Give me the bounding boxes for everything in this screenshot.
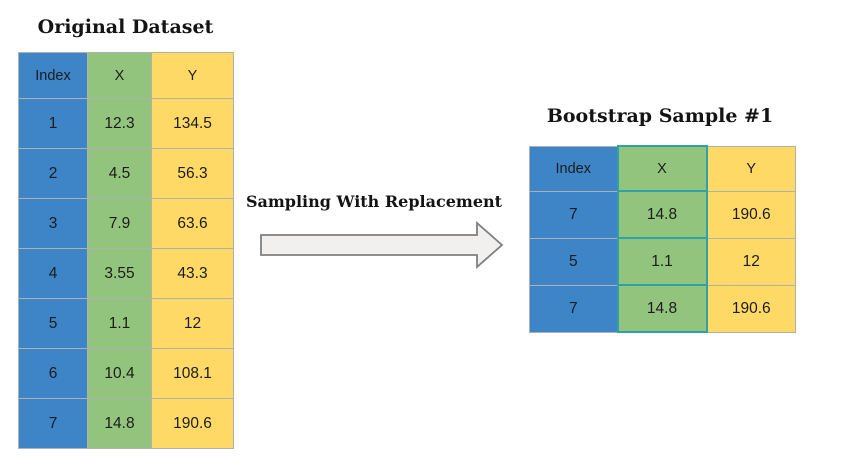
- cell-x: 14.8: [616, 284, 708, 333]
- cell-index: 3: [18, 198, 88, 249]
- cell-x: 1.1: [87, 298, 152, 349]
- table-row: 7 14.8 190.6: [18, 398, 234, 449]
- cell-index: 4: [18, 248, 88, 299]
- cell-y: 190.6: [706, 190, 796, 239]
- header-cell-x: X: [87, 52, 152, 99]
- bootstrap-sample-title: Bootstrap Sample #1: [546, 105, 774, 127]
- table-row: 7 14.8 190.6: [529, 284, 796, 333]
- cell-index: 7: [18, 398, 88, 449]
- table-row: 4 3.55 43.3: [18, 248, 234, 299]
- header-cell-y: Y: [151, 52, 234, 99]
- cell-x: 12.3: [87, 98, 152, 149]
- table-row: 2 4.5 56.3: [18, 148, 234, 199]
- cell-x: 4.5: [87, 148, 152, 199]
- table-row: 5 1.1 12: [529, 237, 796, 286]
- original-dataset-title: Original Dataset: [37, 16, 214, 38]
- table-header-row: Index X Y: [529, 145, 796, 192]
- table-row: 6 10.4 108.1: [18, 348, 234, 399]
- cell-y: 108.1: [151, 348, 234, 399]
- cell-x: 10.4: [87, 348, 152, 399]
- cell-x: 3.55: [87, 248, 152, 299]
- cell-y: 56.3: [151, 148, 234, 199]
- cell-y: 190.6: [151, 398, 234, 449]
- table-row: 5 1.1 12: [18, 298, 234, 349]
- cell-y: 43.3: [151, 248, 234, 299]
- cell-y: 12: [151, 298, 234, 349]
- cell-index: 5: [18, 298, 88, 349]
- right-arrow-icon: [259, 220, 505, 270]
- table-header-row: Index X Y: [18, 52, 234, 99]
- sampling-with-replacement-label: Sampling With Replacement: [245, 192, 503, 211]
- cell-index: 6: [18, 348, 88, 399]
- original-dataset-table: Index X Y 1 12.3 134.5 2 4.5 56.3 3 7.9 …: [18, 52, 234, 449]
- cell-index: 5: [529, 237, 618, 286]
- cell-index: 1: [18, 98, 88, 149]
- cell-index: 2: [18, 148, 88, 199]
- bootstrap-sample-table: Index X Y 7 14.8 190.6 5 1.1 12 7 14.8 1…: [529, 145, 796, 333]
- table-row: 3 7.9 63.6: [18, 198, 234, 249]
- cell-y: 190.6: [706, 284, 796, 333]
- table-row: 1 12.3 134.5: [18, 98, 234, 149]
- header-cell-index: Index: [529, 145, 618, 192]
- cell-x: 14.8: [616, 190, 708, 239]
- cell-index: 7: [529, 284, 618, 333]
- header-cell-y: Y: [706, 145, 796, 192]
- header-cell-x: X: [616, 145, 708, 192]
- header-cell-index: Index: [18, 52, 88, 99]
- table-row: 7 14.8 190.6: [529, 190, 796, 239]
- cell-x: 7.9: [87, 198, 152, 249]
- cell-y: 134.5: [151, 98, 234, 149]
- cell-x: 14.8: [87, 398, 152, 449]
- cell-index: 7: [529, 190, 618, 239]
- cell-y: 12: [706, 237, 796, 286]
- cell-x: 1.1: [616, 237, 708, 286]
- cell-y: 63.6: [151, 198, 234, 249]
